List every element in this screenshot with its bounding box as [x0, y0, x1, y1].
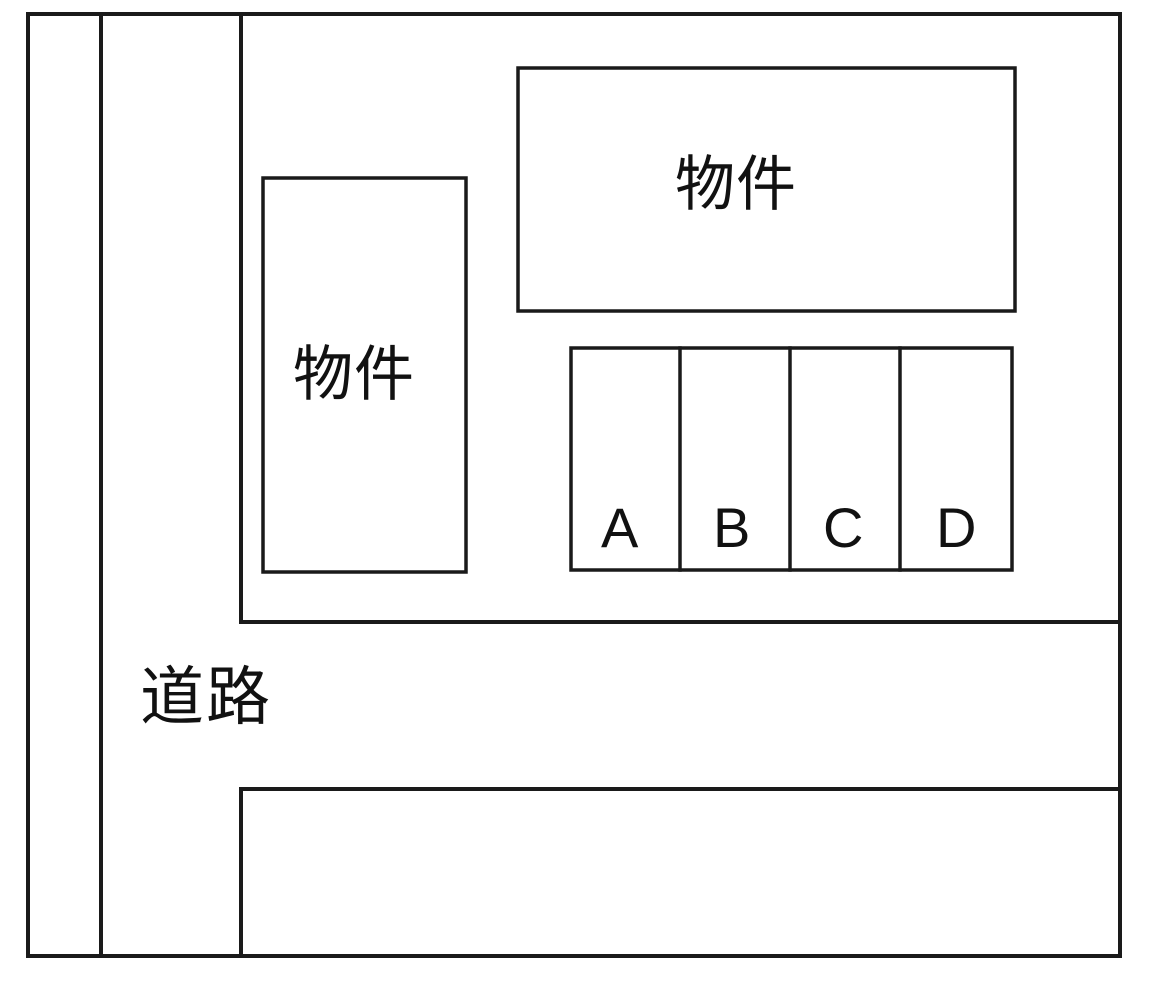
upper-lot-group [239, 12, 1122, 624]
building-left-outline [261, 176, 468, 574]
site-boundary-group [26, 12, 1122, 958]
lower-lot-boundary [239, 787, 1122, 958]
site-boundary-outline [26, 12, 1122, 958]
road-label: 道路 [140, 661, 272, 735]
lower-lot-group [239, 787, 1122, 958]
parking-stall-label-c: C [823, 496, 864, 559]
parking-stall-label-a: A [601, 496, 639, 559]
upper-lot-boundary [239, 12, 1122, 624]
building-top-label: 物件 [675, 150, 797, 220]
building-top-outline [516, 66, 1017, 313]
building-left-label: 物件 [293, 340, 415, 410]
building-left-group [261, 176, 468, 574]
parking-stall-label-d: D [936, 496, 977, 559]
parking-stall-label-b: B [713, 496, 751, 559]
parking-block-group [569, 346, 1014, 572]
building-top-group [516, 66, 1017, 313]
